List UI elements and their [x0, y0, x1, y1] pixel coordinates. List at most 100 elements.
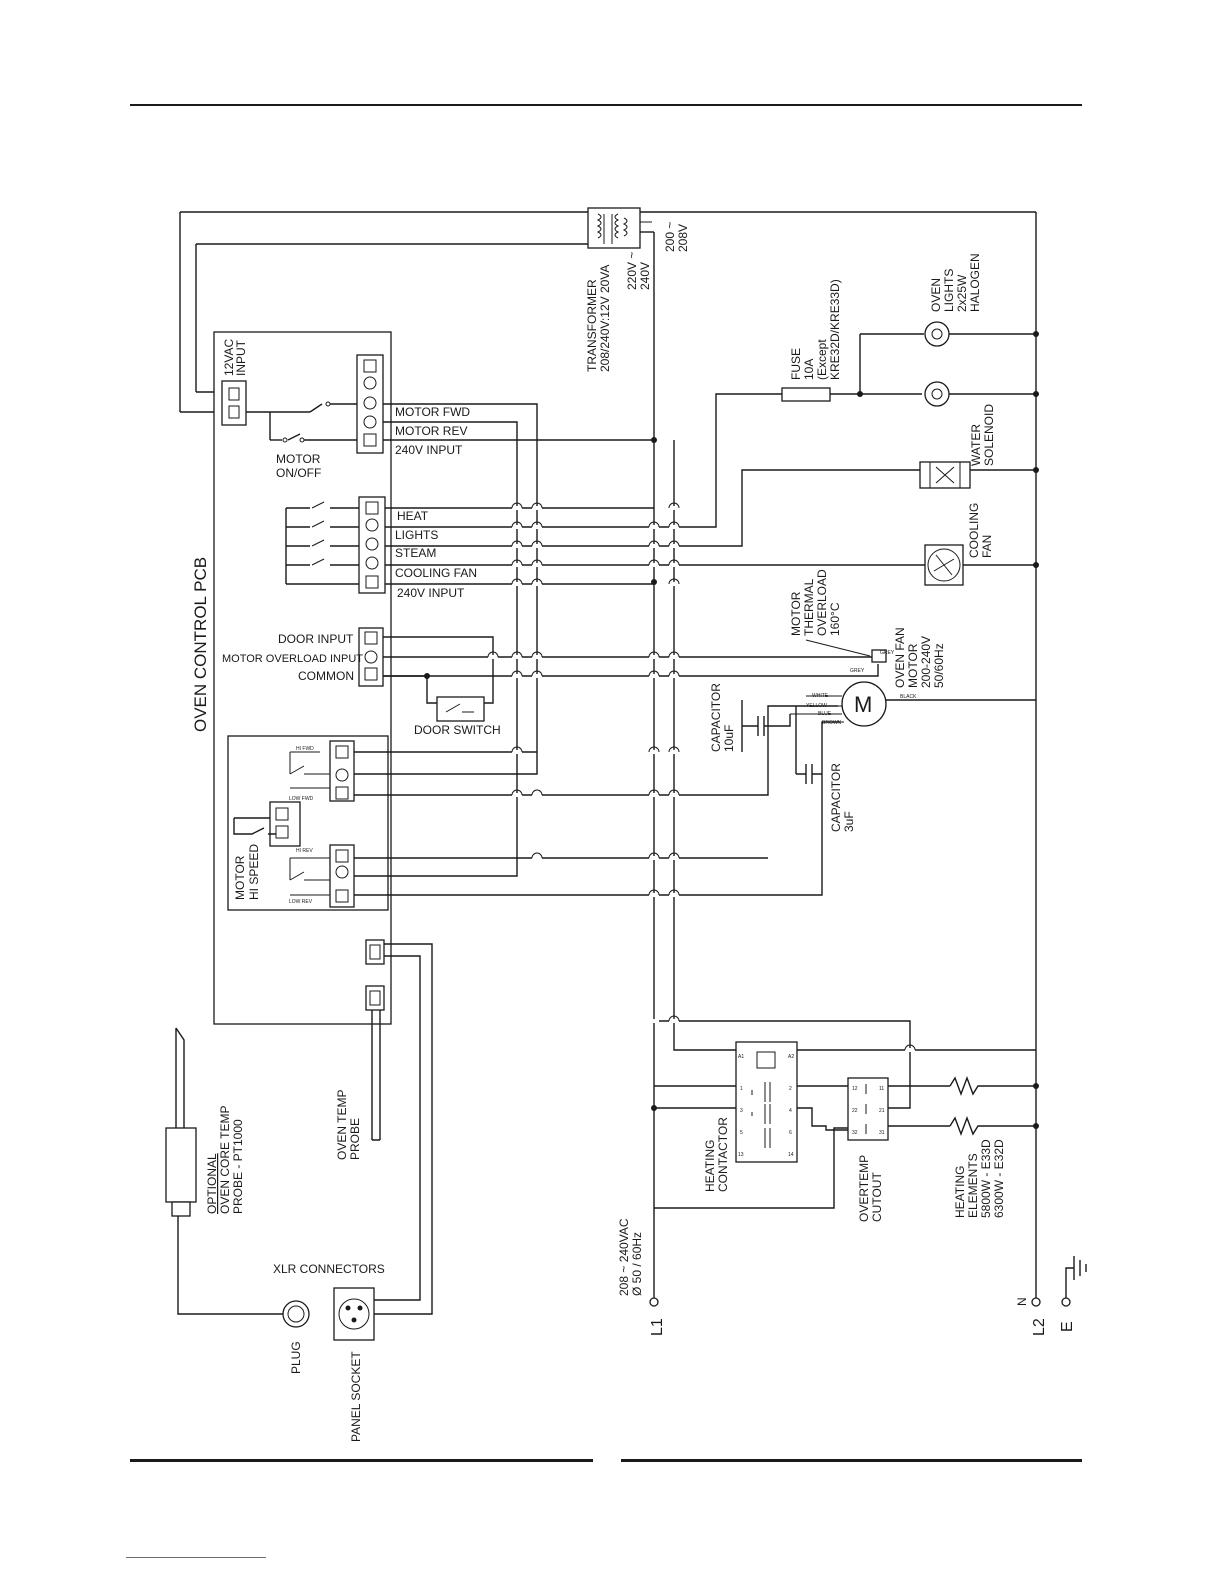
- motor-thermal-overload-label: MOTORTHERMALOVERLOAD160°C: [789, 569, 842, 636]
- cooling-fan-output-label: COOLING FAN: [395, 566, 477, 580]
- input-240v-a-label: 240V INPUT: [395, 443, 463, 457]
- door-switch-label: DOOR SWITCH: [414, 723, 501, 737]
- xlr-panel-socket: [333, 1287, 375, 1341]
- motor-onoff-switch: [246, 401, 357, 443]
- motor-rev-label: MOTOR REV: [395, 424, 467, 438]
- door-terminal-block: [358, 627, 384, 687]
- overload-leader: [805, 639, 871, 657]
- optional-probe-label: OPTIONALOVEN CORE TEMPPROBE - PT1000: [205, 1106, 245, 1214]
- low-rev-label: LOW REV: [289, 899, 313, 905]
- heating-contactor-label: HEATINGCONTACTOR: [703, 1117, 730, 1192]
- hi-fwd-label: HI FWD: [296, 746, 314, 752]
- svg-text:4: 4: [789, 1108, 792, 1114]
- cooling-fan-symbol: [924, 544, 1039, 586]
- n-label: N: [1015, 1297, 1029, 1306]
- svg-text:YELLOW: YELLOW: [806, 703, 827, 709]
- tap-220-240-label: 220V ~240V: [625, 252, 652, 290]
- oven-lights-lamps: [924, 321, 1039, 407]
- wire-crossovers: [487, 502, 916, 1052]
- hi-speed-relays: HI FWD LOW FWD HI REV LOW REV: [289, 746, 330, 905]
- header-rule: [130, 104, 1082, 106]
- svg-text:5: 5: [740, 1130, 743, 1136]
- water-solenoid-label: WATERSOLENOID: [969, 404, 996, 466]
- motor-fwd-label: MOTOR FWD: [395, 405, 470, 419]
- capacitor-3uf-label: CAPACITOR3uF: [829, 763, 856, 832]
- motor-hi-speed-label: MOTORHI SPEED: [233, 844, 261, 900]
- panel-socket-label: PANEL SOCKET: [349, 1351, 363, 1442]
- oven-temp-probe: [366, 943, 433, 1315]
- input-240v-b-label: 240V INPUT: [397, 586, 465, 600]
- water-solenoid: [919, 461, 1039, 489]
- xlr-connectors-label: XLR CONNECTORS: [273, 1262, 385, 1276]
- overtemp-cutout: 12 11 22 21 32 31: [654, 1077, 950, 1209]
- svg-text:2: 2: [789, 1086, 792, 1092]
- capacitor-10uf: [741, 700, 791, 752]
- svg-text:11: 11: [879, 1086, 884, 1092]
- door-switch: [383, 636, 494, 722]
- footer-rule-right: [621, 1459, 1082, 1462]
- oven-fan-motor: GREY GREY M WHITE YELLOW BLUE BROWN BLAC…: [790, 649, 1036, 727]
- svg-text:BROWN: BROWN: [822, 720, 842, 726]
- heating-contactor: A1 A2 1 2 3 4 5 6 13 14: [651, 1041, 848, 1163]
- optional-core-probe: [165, 1027, 290, 1315]
- svg-text:A1: A1: [738, 1054, 744, 1060]
- capacitor-10uf-label: CAPACITOR10uF: [709, 683, 736, 752]
- motor-symbol: M: [854, 692, 872, 717]
- svg-text:21: 21: [879, 1108, 885, 1114]
- supply-label: 208 ~ 240VACØ 50 / 60Hz: [617, 1218, 644, 1296]
- svg-text:6: 6: [789, 1130, 792, 1136]
- cooling-fan-label: COOLINGFAN: [967, 503, 994, 558]
- oven-lights-label: OVENLIGHTS2x25WHALOGEN: [929, 253, 982, 312]
- oven-temp-probe-label: OVEN TEMPPROBE: [335, 1090, 362, 1160]
- oven-fan-motor-label: OVEN FANMOTOR200-240V50/60Hz: [893, 627, 946, 688]
- motor-terminal-block: [356, 354, 384, 454]
- oven-control-pcb-label: OVEN CONTROL PCB: [191, 557, 210, 732]
- svg-text:BLACK: BLACK: [900, 694, 917, 700]
- heating-elements: [949, 1076, 1039, 1136]
- output-terminal-block: [358, 496, 386, 594]
- fuse-label: FUSE10A(ExceptKRE32D/KRE33D): [789, 279, 842, 380]
- svg-text:3: 3: [740, 1108, 743, 1114]
- probe-connectors: [365, 939, 385, 1011]
- svg-text:GREY: GREY: [880, 650, 895, 656]
- capacitor-3uf: [795, 706, 822, 784]
- svg-text:32: 32: [852, 1130, 858, 1136]
- input-12vac-label: 12VACINPUT: [222, 339, 248, 376]
- svg-text:31: 31: [879, 1130, 885, 1136]
- svg-text:22: 22: [852, 1108, 858, 1114]
- svg-text:WHITE: WHITE: [812, 693, 829, 699]
- transformer-label: TRANSFORMER208/240V:12V 20VA: [585, 265, 612, 372]
- tap-200-208-label: 200 ~208V: [663, 222, 690, 252]
- motor-overload-input-label: MOTOR OVERLOAD INPUT: [222, 653, 363, 665]
- svg-text:BLUE: BLUE: [818, 711, 832, 717]
- common-label: COMMON: [298, 669, 354, 683]
- footer-link-underline[interactable]: [126, 1557, 266, 1558]
- svg-text:12: 12: [852, 1086, 858, 1092]
- e-label: E: [1059, 1321, 1076, 1332]
- svg-text:13: 13: [738, 1152, 744, 1158]
- steam-label: STEAM: [395, 546, 436, 560]
- svg-text:A2: A2: [788, 1054, 794, 1060]
- supply-terminals: [649, 1256, 1087, 1307]
- svg-text:GREY: GREY: [850, 668, 865, 674]
- transformer: [587, 207, 652, 249]
- overtemp-cutout-label: OVERTEMPCUTOUT: [857, 1155, 884, 1222]
- xlr-plug: [282, 1300, 310, 1328]
- l1-label: L1: [649, 1318, 666, 1336]
- door-input-label: DOOR INPUT: [278, 632, 354, 646]
- heat-label: HEAT: [397, 509, 429, 523]
- hi-speed-terminal-blocks: [233, 740, 355, 908]
- output-relays: [285, 501, 359, 585]
- fuse: [781, 333, 924, 402]
- hi-rev-label: HI REV: [296, 848, 313, 854]
- l2-label: L2: [1031, 1318, 1048, 1336]
- lights-label: LIGHTS: [395, 528, 438, 542]
- plug-label: PLUG: [289, 1341, 303, 1374]
- pcb-field-wiring: [354, 393, 1036, 1109]
- svg-text:14: 14: [788, 1152, 794, 1158]
- input-12vac-connector: [221, 380, 247, 426]
- svg-text:1: 1: [740, 1086, 743, 1092]
- heating-elements-label: HEATINGELEMENTS5800W - E33D6300W - E32D: [953, 1139, 1006, 1218]
